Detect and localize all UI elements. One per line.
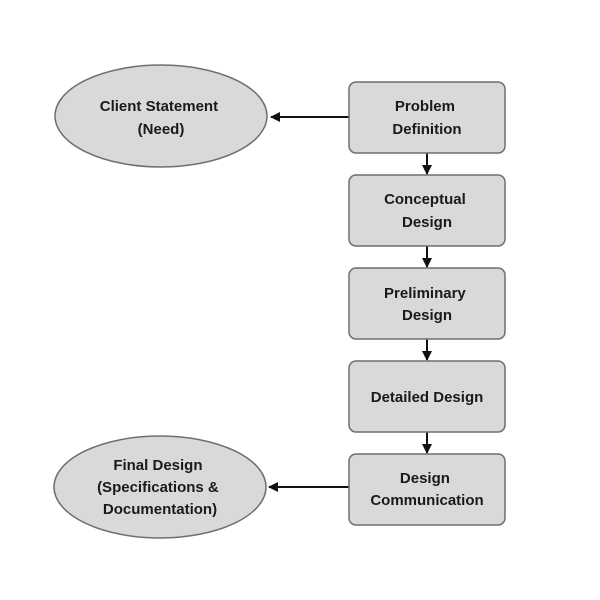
step-box	[348, 267, 506, 340]
step-box	[348, 360, 506, 433]
step-label-line: Detailed Design	[371, 389, 484, 406]
connectors	[268, 112, 432, 492]
output-label-line: (Specifications &	[97, 479, 219, 496]
svg-text:Detailed Design: Detailed Design	[371, 389, 484, 406]
step-box	[348, 174, 506, 247]
step-label-line: Design	[402, 214, 452, 231]
svg-text:Final Design (Specificat: Final Design (Specifications & Documenta…	[97, 457, 223, 518]
step-preliminary-design: Preliminary Design	[348, 267, 506, 340]
step-label-line: Design	[400, 470, 450, 487]
svg-text:Conceptual Design: Conceptual Design	[384, 191, 470, 231]
step-conceptual-design: Conceptual Design	[348, 174, 506, 247]
output-label-line: (Need)	[138, 121, 185, 138]
step-label-line: Design	[402, 307, 452, 324]
output-client-statement: Client Statement (Need)	[54, 64, 268, 168]
output-label-line: Documentation)	[103, 501, 217, 518]
output-final-design: Final Design (Specifications & Documenta…	[53, 435, 267, 539]
step-detailed-design: Detailed Design	[348, 360, 506, 433]
svg-text:Preliminary Design: Preliminary Design	[384, 285, 470, 324]
step-label-line: Preliminary	[384, 285, 466, 302]
step-problem-definition: Problem Definition	[348, 81, 506, 154]
step-box	[348, 453, 506, 526]
step-label-line: Communication	[370, 492, 483, 509]
step-design-communication: Design Communication	[348, 453, 506, 526]
step-label-line: Problem	[395, 98, 455, 115]
step-label-line: Definition	[392, 121, 461, 138]
step-box	[348, 81, 506, 154]
step-label-line: Conceptual	[384, 191, 466, 208]
svg-text:Design Communication: Design Communication	[370, 470, 483, 509]
output-ellipse	[54, 64, 268, 168]
svg-text:Problem Definition: Problem Definition	[392, 98, 461, 138]
output-label-line: Client Statement	[100, 98, 218, 115]
output-ellipse	[53, 435, 267, 539]
svg-text:Client Statement (Need): Client Statement (Need)	[100, 98, 223, 138]
output-label-line: Final Design	[113, 457, 202, 474]
